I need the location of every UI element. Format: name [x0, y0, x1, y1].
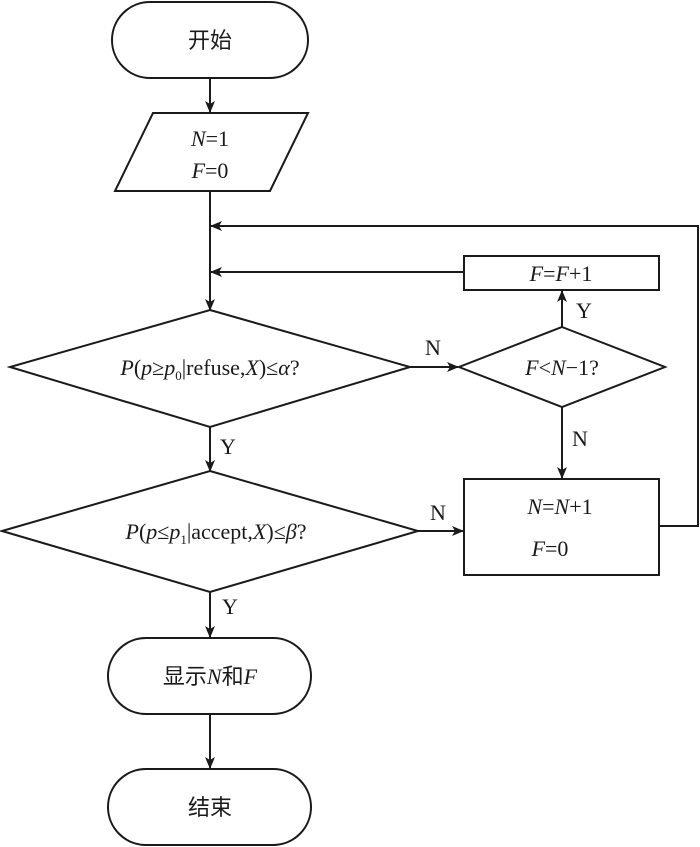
- sym-p0: p: [162, 355, 175, 380]
- var-n: N: [190, 126, 207, 151]
- question-mark: ?: [290, 355, 300, 380]
- sym-X: X: [244, 355, 260, 380]
- end-shape: [107, 768, 312, 846]
- question-mark: ?: [297, 519, 307, 544]
- sym-p1: p: [167, 519, 180, 544]
- display-node: 显示N和F: [107, 637, 312, 715]
- sym-p: p: [144, 519, 157, 544]
- condition-refuse: |refuse,: [182, 355, 246, 380]
- var-n: N: [550, 355, 567, 380]
- init-node: N=1 F=0: [113, 112, 310, 192]
- var-f: F: [191, 158, 206, 183]
- decision1-node: P(p≥p0|refuse,X)≤α?: [6, 308, 414, 429]
- var-f: F: [529, 261, 544, 286]
- start-label: 开始: [188, 29, 232, 54]
- display-and: 和: [222, 665, 244, 690]
- init-line-f: F=0: [191, 158, 229, 183]
- label-d2-no: N: [430, 500, 446, 525]
- init-line-n: N=1: [190, 126, 229, 151]
- decision1-label: P(p≥p0|refuse,X)≤α?: [119, 355, 299, 383]
- decision2-label: P(p≤p1|accept,X)≤β?: [124, 519, 306, 547]
- le: )≤: [259, 355, 278, 380]
- condition-accept: |accept,: [187, 519, 253, 544]
- var-f: F: [524, 355, 539, 380]
- plus-one: +1: [569, 494, 592, 519]
- label-d3-yes: Y: [576, 298, 592, 323]
- increment-f-label: F=F+1: [529, 261, 593, 286]
- sub-0: 0: [175, 368, 182, 383]
- decision3-label: F<N−1?: [524, 355, 599, 380]
- increment-n-line1: N=N+1: [526, 494, 592, 519]
- le: )≤: [266, 519, 285, 544]
- increment-n-shape: [463, 478, 660, 576]
- start-node: 开始: [111, 1, 309, 79]
- var-n: N: [554, 494, 571, 519]
- paren: (: [134, 355, 141, 380]
- end-label: 结束: [188, 796, 232, 821]
- sym-P: P: [119, 355, 133, 380]
- sym-X: X: [252, 519, 268, 544]
- sym-alpha: α: [278, 355, 290, 380]
- equals: =: [542, 494, 554, 519]
- sym-p: p: [139, 355, 152, 380]
- var-n: N: [526, 494, 543, 519]
- increment-n-line2: F=0: [531, 536, 569, 561]
- sub-1: 1: [180, 532, 187, 547]
- init-f-value: =0: [205, 158, 228, 183]
- le: ≤: [157, 519, 169, 544]
- display-label: 显示N和F: [163, 664, 258, 690]
- label-d3-no: N: [572, 426, 588, 451]
- var-f: F: [243, 664, 258, 689]
- var-f: F: [531, 536, 546, 561]
- sym-beta: β: [285, 519, 297, 544]
- reset-value: =0: [545, 536, 568, 561]
- label-d1-no: N: [425, 335, 441, 360]
- minus-one: −1?: [566, 355, 599, 380]
- increment-f-node: F=F+1: [463, 255, 660, 291]
- decision3-node: F<N−1?: [456, 325, 668, 409]
- var-f: F: [555, 261, 570, 286]
- sym-P: P: [124, 519, 138, 544]
- increment-n-node: N=N+1 F=0: [463, 478, 660, 576]
- decision2-node: P(p≤p1|accept,X)≤β?: [0, 469, 422, 594]
- label-d1-yes: Y: [220, 434, 236, 459]
- paren: (: [139, 519, 146, 544]
- equals: =: [543, 261, 555, 286]
- plus-one: +1: [569, 261, 592, 286]
- edge-incn-loop: [210, 221, 699, 527]
- label-d2-yes: Y: [222, 594, 238, 619]
- init-n-value: =1: [206, 126, 229, 151]
- end-node: 结束: [107, 768, 312, 846]
- ge: ≥: [152, 355, 164, 380]
- lt: <: [539, 355, 551, 380]
- display-prefix: 显示: [163, 665, 207, 690]
- init-shape: [113, 112, 310, 192]
- var-n: N: [206, 664, 223, 689]
